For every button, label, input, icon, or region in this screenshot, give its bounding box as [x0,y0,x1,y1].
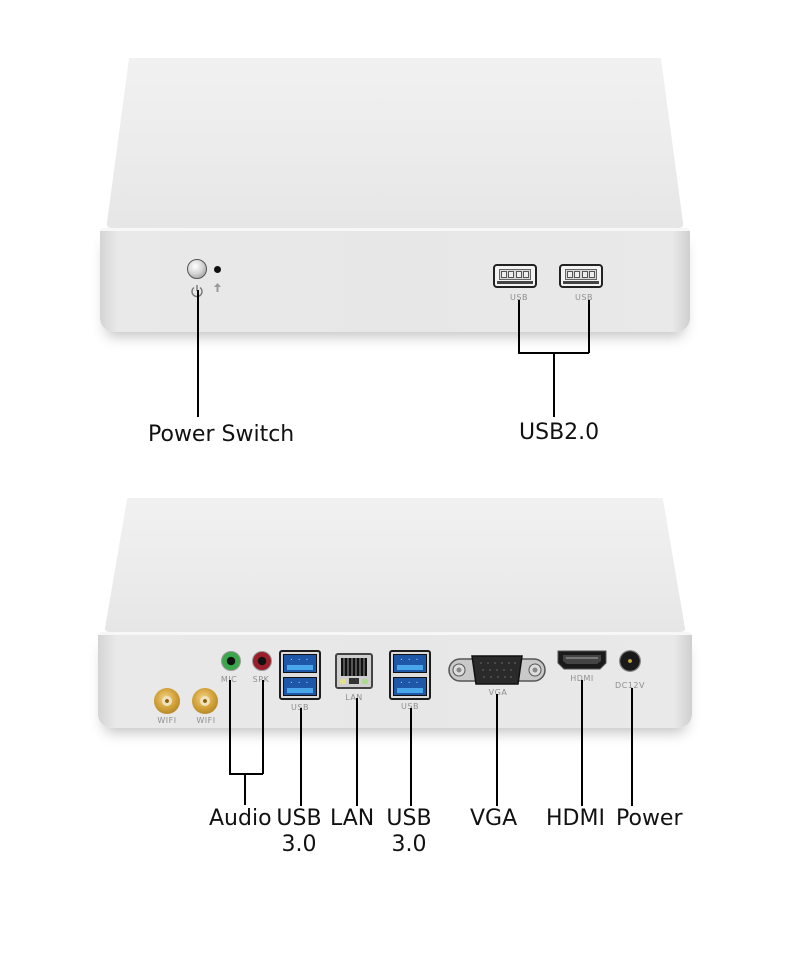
power-leader [631,688,633,806]
callout-hdmi: HDMI [546,806,605,831]
usb20-leader-stem [553,352,555,417]
callout-usb30-left-line2: 3.0 [281,832,317,857]
usb3-port-stack-left[interactable] [279,650,321,700]
callout-lan: LAN [330,806,375,831]
usb3-right-label: USB [401,702,419,711]
hdmi-port[interactable] [556,649,608,671]
audio-spk-leader [262,680,264,774]
callout-usb30-right-line2: 3.0 [391,832,427,857]
mic-jack[interactable] [221,651,241,671]
device-top-face [106,58,684,230]
lan-leader [356,698,358,806]
mini-pc-front-view [100,58,690,338]
callout-vga: VGA [470,806,518,831]
dc12v-label: DC12V [615,681,645,690]
power-switch-leader-line [197,290,199,417]
wifi-antenna-connector-1[interactable] [154,688,180,714]
usb3-left-label: USB [291,703,309,712]
vga-leader [496,694,498,806]
usb2-port-1-label: USB [510,293,528,302]
usb2-port-1[interactable] [493,264,537,288]
dc-power-jack[interactable] [619,650,641,672]
wifi-1-label: WIFI [157,716,177,725]
audio-mic-leader [229,680,231,774]
callout-power-switch: Power Switch [148,422,295,447]
callout-usb30-right-line1: USB [386,806,432,831]
callout-usb30-left: USB 3.0 [276,806,321,858]
speaker-jack[interactable] [252,651,272,671]
audio-leader-bracket [229,773,263,775]
hdmi-leader [581,680,583,806]
callout-usb30-left-line1: USB [276,806,322,831]
callout-usb30-right: USB 3.0 [386,806,431,858]
spk-label: SPK [252,675,270,684]
mini-pc-rear-view [98,498,692,734]
wifi-2-label: WIFI [196,716,216,725]
wifi-antenna-connector-2[interactable] [192,688,218,714]
callout-power: Power [616,806,683,831]
usb30-right-leader [410,708,412,806]
hdd-led-icon [214,283,221,292]
power-button[interactable] [187,259,207,279]
hdmi-label: HDMI [570,674,594,683]
mic-label: MIC [221,675,237,684]
lan-port[interactable] [335,653,373,689]
usb20-leader-left [518,300,520,353]
vga-label: VGA [488,688,508,697]
lan-label: LAN [345,693,363,702]
callout-audio: Audio [209,806,272,831]
usb2-port-2-label: USB [575,293,593,302]
usb30-left-leader [300,708,302,806]
power-led-icon [214,266,221,273]
vga-port[interactable] [448,653,546,687]
device-top-face [104,498,686,634]
audio-leader-stem [244,773,246,805]
usb2-port-2[interactable] [559,264,603,288]
usb3-port-stack-right[interactable] [389,650,431,700]
callout-usb20: USB2.0 [519,420,600,445]
usb20-leader-right [588,300,590,353]
